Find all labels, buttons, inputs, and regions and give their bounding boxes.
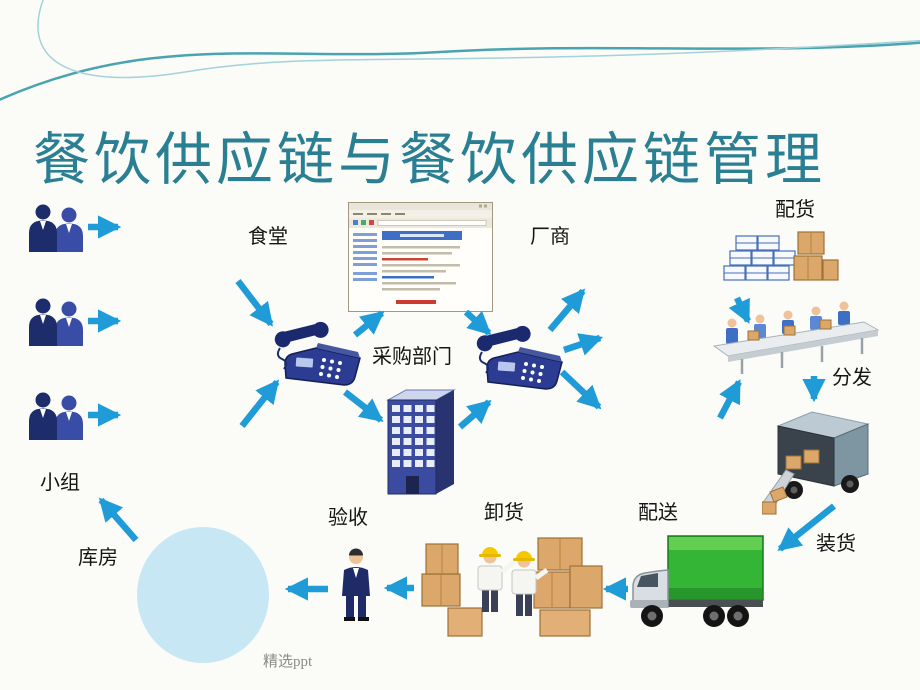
arrow-building-to-phone2: [457, 399, 492, 430]
stacked-cases-icon: [723, 231, 839, 281]
wave-line-light: [37, 0, 920, 79]
sorting-line-icon: [712, 301, 880, 374]
label-purchasing-dept: 采购部门: [372, 346, 452, 368]
people-group-1-icon: [29, 204, 83, 252]
telephone-canteen-icon: [274, 321, 361, 386]
footer-watermark: 精选ppt: [263, 654, 313, 670]
label-canteen: 食堂: [248, 226, 288, 248]
label-delivery: 配送: [638, 502, 678, 524]
wave-line-dark: [0, 41, 920, 101]
loading-truck-icon: [762, 411, 870, 515]
arrow-phone2-to-picking: [562, 333, 604, 356]
arrow-phone2-down-right: [559, 369, 602, 410]
arrow-into-line: [717, 379, 742, 420]
page-title: 餐饮供应链与餐饮供应链管理: [33, 129, 826, 192]
arrow-canteen-to-phone: [235, 279, 274, 327]
unloading-boxes-icon: [421, 537, 603, 637]
label-unloading: 卸货: [484, 502, 524, 524]
people-group-3-icon: [29, 392, 83, 440]
label-loading: 装货: [816, 533, 856, 555]
people-group-2-icon: [29, 298, 83, 346]
label-team: 小组: [40, 472, 80, 494]
arrow-warehouse-to-team: [98, 497, 139, 543]
arrow-groups-to-phone: [239, 379, 280, 429]
inspector-person-icon: [342, 548, 370, 621]
office-building-icon: [386, 389, 456, 495]
warehouse-circle: [137, 527, 269, 663]
telephone-vendor-icon: [476, 325, 563, 390]
worker-1: [477, 547, 517, 612]
worker-2: [511, 551, 549, 616]
label-distribute: 分发: [832, 367, 872, 389]
label-inspection: 验收: [328, 507, 368, 529]
website-screenshot-image: [348, 202, 493, 312]
label-vendor: 厂商: [530, 226, 570, 248]
label-picking: 配货: [775, 199, 815, 221]
label-warehouse: 库房: [78, 547, 118, 569]
wave-decoration: [0, 0, 920, 101]
delivery-truck-icon: [630, 535, 764, 627]
